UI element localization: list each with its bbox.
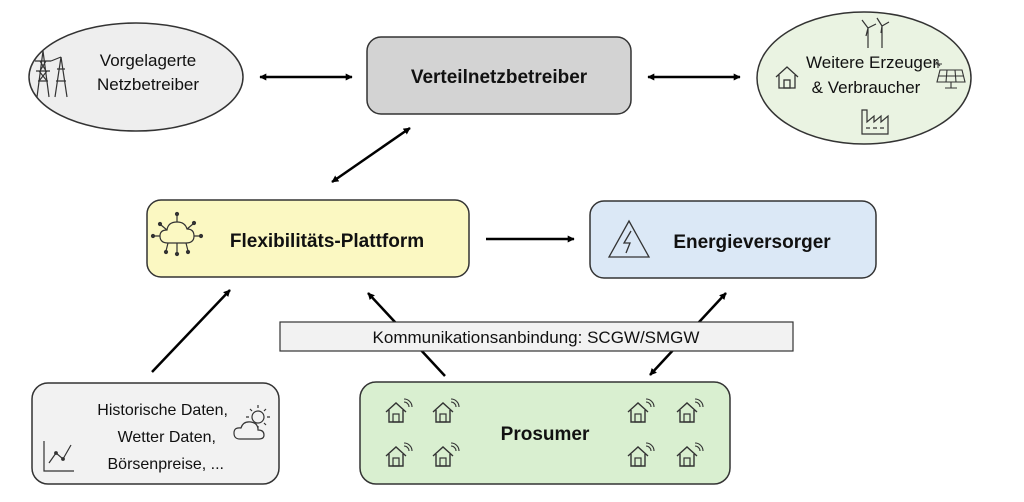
communication-label: Kommunikationsanbindung: SCGW/SMGW [373,328,700,347]
supplier-label: Energieversorger [673,232,831,253]
others-label-line1: Weitere Erzeuger [806,53,938,72]
lightning-icon [607,219,651,258]
house-icon [775,66,799,89]
data-label-line2: Wetter Daten, [118,429,216,446]
transmission-tower-icon [35,50,68,98]
data-label-line1: Historische Daten, [97,402,228,419]
data-label-line3: Börsenpreise, ... [108,456,225,473]
upstream-label-line1: Vorgelagerte [100,51,196,70]
node-data-sources: Historische Daten, Wetter Daten, Börsenp… [31,382,280,485]
node-prosumer: Prosumer [359,381,731,485]
dso-label: Verteilnetzbetreiber [411,67,588,88]
supplier-box [589,200,877,279]
others-ellipse [756,11,972,145]
sun-cloud-icon [233,405,270,440]
prosumer-label: Prosumer [501,424,590,445]
cloud-network-icon [150,211,204,257]
node-flexibility-platform: Flexibilitäts-Plattform [146,199,470,278]
upstream-ellipse [28,22,244,132]
node-upstream-operators: Vorgelagerte Netzbetreiber [28,22,244,132]
arrow-data-platform [151,289,231,373]
others-label-line2: & Verbraucher [812,78,921,97]
upstream-label-line2: Netzbetreiber [97,75,199,94]
node-distribution-operator: Verteilnetzbetreiber [366,36,632,115]
factory-icon [861,109,889,135]
communication-bar: Kommunikationsanbindung: SCGW/SMGW [279,321,794,352]
chart-icon [43,441,74,472]
platform-label: Flexibilitäts-Plattform [230,231,424,252]
communication-box [279,321,794,352]
data-box [31,382,280,485]
arrow-dso-platform [331,126,411,184]
wind-turbine-icon [861,17,890,48]
node-energy-supplier: Energieversorger [589,200,877,279]
solar-panel-icon [934,60,966,89]
node-other-producers: Weitere Erzeuger & Verbraucher [756,11,972,145]
dso-box [366,36,632,115]
platform-box [146,199,470,278]
